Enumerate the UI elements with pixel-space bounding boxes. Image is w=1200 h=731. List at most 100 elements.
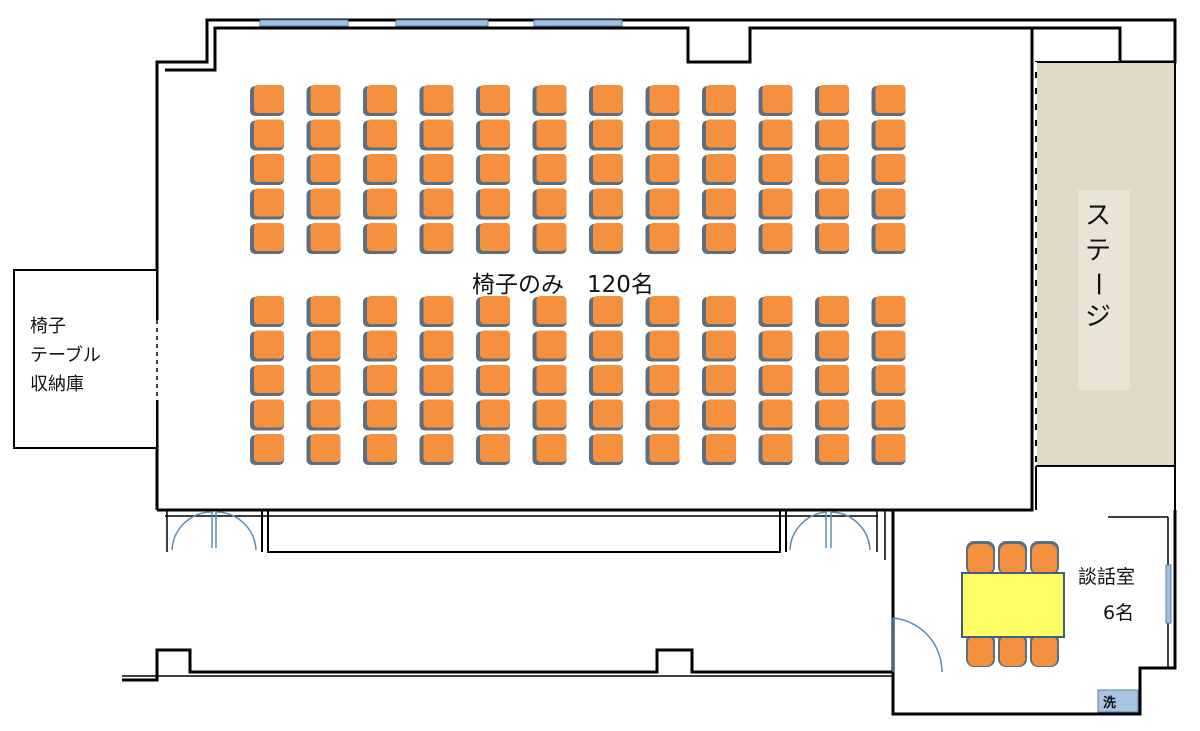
chair: [532, 119, 567, 151]
chair: [532, 223, 567, 254]
top-windows: [259, 19, 623, 27]
stage-label-char-2: テ: [1085, 236, 1111, 266]
chair: [702, 223, 736, 254]
chair: [702, 296, 736, 327]
chair: [419, 223, 454, 254]
lounge-seating: [966, 541, 1059, 667]
chair: [645, 85, 680, 116]
lounge-door[interactable]: [892, 617, 943, 673]
sink: [1097, 689, 1139, 713]
chair: [702, 434, 736, 465]
chair: [815, 330, 849, 362]
chair: [419, 85, 454, 116]
chair: [306, 399, 341, 431]
chair: [532, 154, 567, 185]
chair: [250, 296, 284, 327]
chair: [250, 365, 284, 396]
chair: [419, 365, 454, 396]
chair: [589, 399, 623, 431]
chair: [363, 365, 397, 396]
chair: [871, 434, 906, 465]
chair: [306, 85, 341, 116]
chair: [589, 85, 623, 116]
chair: [476, 154, 510, 185]
chair: [871, 223, 906, 254]
chair: [702, 154, 736, 185]
chair: [645, 154, 680, 185]
sink-label: 洗: [1103, 695, 1116, 711]
chair: [758, 188, 793, 220]
chair: [702, 119, 736, 151]
lounge-window: [1165, 564, 1172, 624]
chair: [419, 330, 454, 362]
chair: [419, 119, 454, 151]
hall-capacity-label: 椅子のみ 120名: [472, 272, 654, 298]
chair: [815, 296, 849, 327]
chair: [871, 119, 906, 151]
chair: [815, 434, 849, 465]
chair: [250, 399, 284, 431]
chair: [250, 154, 284, 185]
chair: [871, 365, 906, 396]
hall-door-left[interactable]: [171, 511, 257, 551]
chair: [645, 399, 680, 431]
chair: [306, 365, 341, 396]
chair: [702, 365, 736, 396]
hall-seating: [250, 85, 906, 465]
chair: [871, 296, 906, 327]
chair: [476, 296, 510, 327]
chair: [250, 188, 284, 220]
chair: [476, 85, 510, 116]
chair: [476, 223, 510, 254]
hall-door-right[interactable]: [789, 511, 871, 551]
lounge-chair-bottom: [966, 633, 995, 667]
chair: [419, 296, 454, 327]
chair: [589, 188, 623, 220]
chair: [589, 330, 623, 362]
chair: [645, 119, 680, 151]
lounge-capacity: 6名: [1103, 602, 1134, 624]
chair: [645, 365, 680, 396]
chair: [476, 434, 510, 465]
chair: [589, 223, 623, 254]
chair: [419, 434, 454, 465]
chair: [758, 434, 793, 465]
chair: [250, 434, 284, 465]
chair: [532, 85, 567, 116]
storage-label-line-3: 収納庫: [30, 374, 84, 395]
chair: [363, 399, 397, 431]
chair: [758, 223, 793, 254]
chair: [815, 119, 849, 151]
lounge-chair-top: [1030, 541, 1059, 575]
chair: [306, 188, 341, 220]
chair: [532, 399, 567, 431]
lounge-chair-bottom: [998, 633, 1027, 667]
chair: [589, 365, 623, 396]
storage-label-line-2: テーブル: [30, 344, 101, 366]
chair: [476, 119, 510, 151]
chair: [758, 296, 793, 327]
chair: [532, 296, 567, 327]
chair: [815, 154, 849, 185]
chair: [419, 188, 454, 220]
chair: [363, 434, 397, 465]
lounge-chair-top: [998, 541, 1027, 575]
chair: [645, 434, 680, 465]
chair: [532, 330, 567, 362]
chair: [758, 119, 793, 151]
chair: [758, 85, 793, 116]
chair: [250, 330, 284, 362]
chair: [702, 330, 736, 362]
chair: [589, 154, 623, 185]
chair: [815, 223, 849, 254]
chair: [363, 296, 397, 327]
lounge-chair-top: [966, 541, 995, 575]
stage-label-char-1: ス: [1085, 201, 1111, 231]
chair: [419, 399, 454, 431]
stage-label-char-3: ー: [1082, 271, 1112, 297]
corridor: [122, 508, 893, 682]
chair: [702, 85, 736, 116]
chair: [476, 365, 510, 396]
chair: [758, 330, 793, 362]
